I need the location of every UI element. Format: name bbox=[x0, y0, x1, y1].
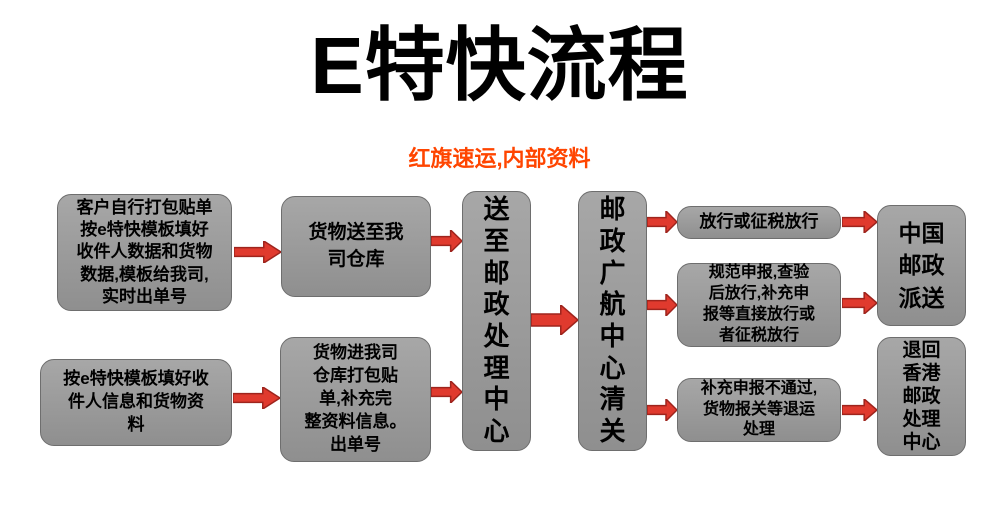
page-title: E特快流程 bbox=[310, 21, 689, 110]
arrow-customs-to-declaration bbox=[647, 294, 677, 316]
right-arrow-icon bbox=[431, 230, 462, 252]
arrow-selfpack-to-warehouse bbox=[234, 241, 281, 263]
arrow-customs-to-failed bbox=[647, 399, 677, 421]
step-declaration-failed-label: 补充申报不通过, 货物报关等退运 处理 bbox=[700, 379, 818, 439]
step-guanghang-customs: 邮 政 广 航 中 心 清 关 bbox=[578, 191, 647, 451]
right-arrow-icon bbox=[647, 211, 677, 233]
arrow-failed-to-return-hk bbox=[842, 399, 877, 421]
step-customer-self-pack: 客户自行打包贴单 按e特快模板填好 收件人数据和货物 数据,模板给我司, 实时出… bbox=[57, 194, 232, 311]
step-postal-processing-center: 送 至 邮 政 处 理 中 心 bbox=[462, 191, 531, 451]
arrow-customs-to-release bbox=[647, 211, 677, 233]
page-subtitle: 红旗速运,内部资料 bbox=[408, 146, 591, 171]
step-return-hk-postal: 退回 香港 邮政 处理 中心 bbox=[877, 337, 966, 456]
step-send-to-warehouse-label: 货物送至我 司仓库 bbox=[308, 221, 404, 270]
right-arrow-icon bbox=[842, 211, 877, 233]
step-return-hk-postal-label: 退回 香港 邮政 处理 中心 bbox=[902, 339, 941, 454]
step-customer-self-pack-label: 客户自行打包贴单 按e特快模板填好 收件人数据和货物 数据,模板给我司, 实时出… bbox=[76, 198, 213, 306]
right-arrow-icon bbox=[234, 241, 281, 263]
step-guanghang-customs-label: 邮 政 广 航 中 心 清 关 bbox=[599, 194, 626, 447]
arrow-template-to-warehouse-pack bbox=[233, 387, 280, 409]
right-arrow-icon bbox=[531, 305, 578, 335]
arrow-release-to-china-post bbox=[842, 211, 877, 233]
step-fill-template: 按e特快模板填好收 件人信息和货物资 料 bbox=[40, 359, 232, 446]
right-arrow-icon bbox=[233, 387, 280, 409]
step-china-post-delivery-label: 中国 邮政 派送 bbox=[898, 220, 945, 311]
step-declaration-failed: 补充申报不通过, 货物报关等退运 处理 bbox=[677, 378, 841, 442]
step-standard-declaration: 规范申报,查验 后放行,补充申 报等直接放行或 者征税放行 bbox=[677, 263, 841, 347]
right-arrow-icon bbox=[842, 399, 877, 421]
arrow-declaration-to-china-post bbox=[842, 292, 877, 314]
arrow-warehouse-pack-to-postal-center bbox=[431, 381, 462, 403]
right-arrow-icon bbox=[842, 292, 877, 314]
step-release-or-tax-release: 放行或征税放行 bbox=[677, 206, 841, 239]
arrow-postal-center-to-customs bbox=[531, 305, 578, 335]
right-arrow-icon bbox=[647, 294, 677, 316]
right-arrow-icon bbox=[431, 381, 462, 403]
step-send-to-warehouse: 货物送至我 司仓库 bbox=[281, 196, 431, 297]
right-arrow-icon bbox=[647, 399, 677, 421]
step-standard-declaration-label: 规范申报,查验 后放行,补充申 报等直接放行或 者征税放行 bbox=[702, 264, 815, 344]
step-postal-processing-center-label: 送 至 邮 政 处 理 中 心 bbox=[483, 194, 510, 447]
step-release-or-tax-release-label: 放行或征税放行 bbox=[699, 212, 819, 232]
arrow-warehouse-to-postal-center bbox=[431, 230, 462, 252]
step-china-post-delivery: 中国 邮政 派送 bbox=[877, 205, 966, 326]
step-warehouse-pack: 货物进我司 仓库打包贴 单,补充完 整资料信息。 出单号 bbox=[280, 337, 431, 462]
step-warehouse-pack-label: 货物进我司 仓库打包贴 单,补充完 整资料信息。 出单号 bbox=[304, 343, 407, 454]
step-fill-template-label: 按e特快模板填好收 件人信息和货物资 料 bbox=[63, 369, 209, 434]
